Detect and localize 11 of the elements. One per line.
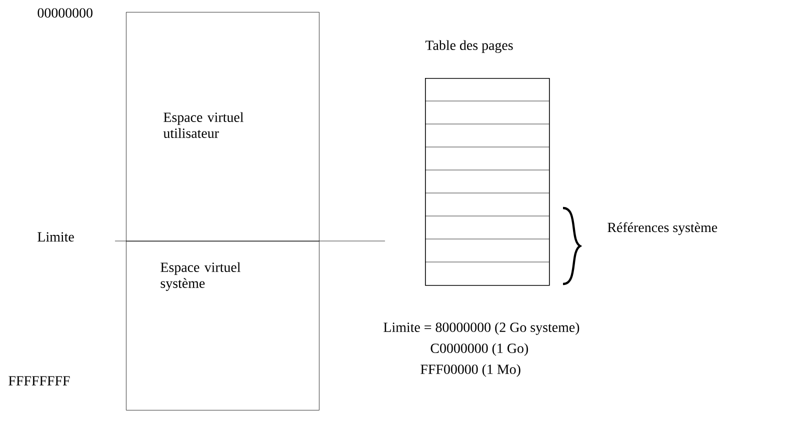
address-label: FFFFFFFF [8, 376, 70, 386]
note-text: Limite = 80000000 (2 Go systeme) [384, 322, 580, 335]
limit-label: Limite [38, 232, 74, 242]
memory-region: Espace virtuel système [126, 241, 320, 410]
note-text: FFF00000 (1 Mo) [420, 364, 520, 377]
page-table: Table des pages [424, 40, 550, 286]
memory-region: Espace virtuel utilisateur [126, 12, 320, 242]
note-text: C0000000 (1 Go) [430, 343, 528, 356]
node-label: Table des pages [425, 40, 513, 53]
address-label: 00000000 [38, 8, 92, 18]
brace-label: Références système [608, 222, 718, 236]
